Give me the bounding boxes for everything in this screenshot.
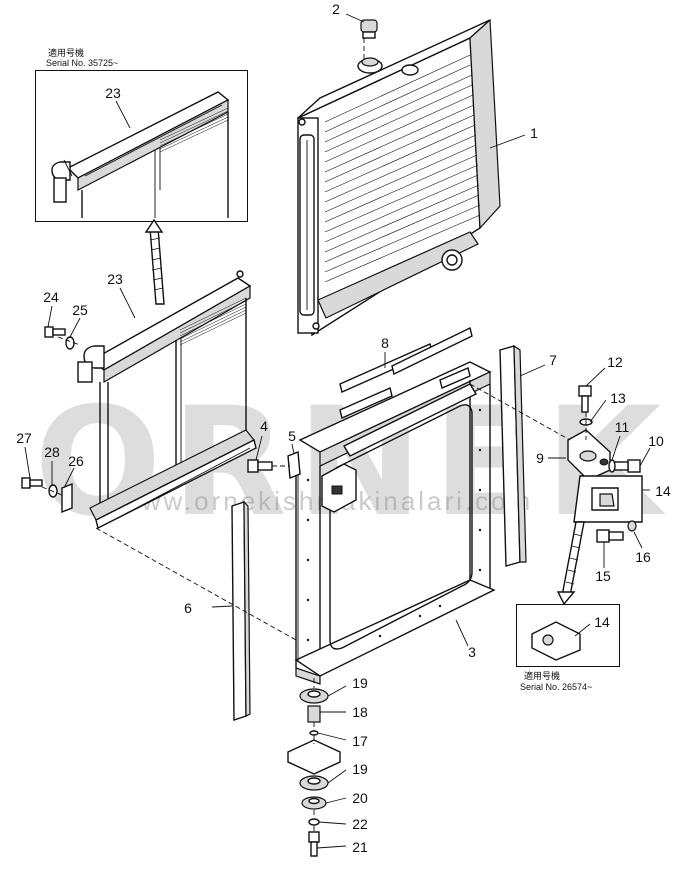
callout-22: 22 — [352, 816, 368, 832]
callout-1: 1 — [530, 125, 538, 141]
inset-title-jp-2: 適用号機 — [524, 671, 561, 681]
callout-24: 24 — [43, 289, 59, 305]
callout-8: 8 — [381, 335, 389, 351]
callout-15: 15 — [595, 568, 611, 584]
alignment-lines — [41, 38, 587, 832]
callout-9: 9 — [536, 450, 544, 466]
bracket-14 — [573, 475, 643, 523]
shroud-frame — [294, 361, 496, 685]
mount-stack — [287, 688, 341, 857]
inset-radiator-top-drawing — [51, 91, 230, 218]
callout-6: 6 — [184, 600, 192, 616]
callout-27: 27 — [16, 430, 32, 446]
callout-25: 25 — [72, 302, 88, 318]
inset-serial-1: Serial No. 35725~ — [46, 58, 119, 68]
washer-11 — [608, 459, 616, 473]
washer-16 — [627, 520, 637, 532]
radiator-cap — [345, 13, 378, 39]
callout-16: 16 — [635, 549, 651, 565]
callout-23b: 23 — [107, 271, 123, 287]
callout-12: 12 — [607, 354, 623, 370]
callout-13: 13 — [610, 390, 626, 406]
plate-26 — [61, 482, 73, 514]
seal-strips — [339, 326, 473, 419]
bracket-5 — [287, 451, 301, 479]
callout-14b: 14 — [594, 614, 610, 630]
inset-serial-2: Serial No. 26574~ — [520, 682, 593, 692]
bolt-10 — [613, 459, 641, 473]
bolt-4 — [247, 459, 273, 473]
bracket-9 — [567, 429, 611, 481]
bolt-15 — [596, 529, 624, 543]
callout-18: 18 — [352, 704, 368, 720]
callout-11: 11 — [614, 419, 630, 435]
bolt-12 — [578, 385, 592, 413]
callout-19b: 19 — [352, 761, 368, 777]
callout-14a: 14 — [655, 483, 671, 499]
callout-28: 28 — [44, 444, 60, 460]
arrow-up-to-inset — [144, 218, 165, 305]
callout-20: 20 — [352, 790, 368, 806]
callout-21: 21 — [352, 839, 368, 855]
arrow-down-to-inset — [556, 521, 585, 606]
callout-17: 17 — [352, 733, 368, 749]
radiator-frame-side — [77, 270, 257, 530]
callout-10: 10 — [648, 433, 664, 449]
callout-19a: 19 — [352, 675, 368, 691]
callout-4: 4 — [260, 418, 268, 434]
callout-26: 26 — [68, 453, 84, 469]
washer-25 — [65, 336, 75, 350]
callout-5: 5 — [288, 428, 296, 444]
callout-7: 7 — [549, 352, 557, 368]
callout-2: 2 — [332, 1, 340, 17]
radiator-core — [297, 18, 501, 337]
bolt-24 — [44, 326, 66, 338]
bolt-27 — [21, 477, 43, 489]
callout-23a: 23 — [105, 85, 121, 101]
callout-3: 3 — [468, 644, 476, 660]
inset-title-jp-1: 適用号機 — [48, 48, 85, 58]
leader-lines — [24, 100, 651, 849]
inset-bracket-14 — [531, 621, 581, 661]
